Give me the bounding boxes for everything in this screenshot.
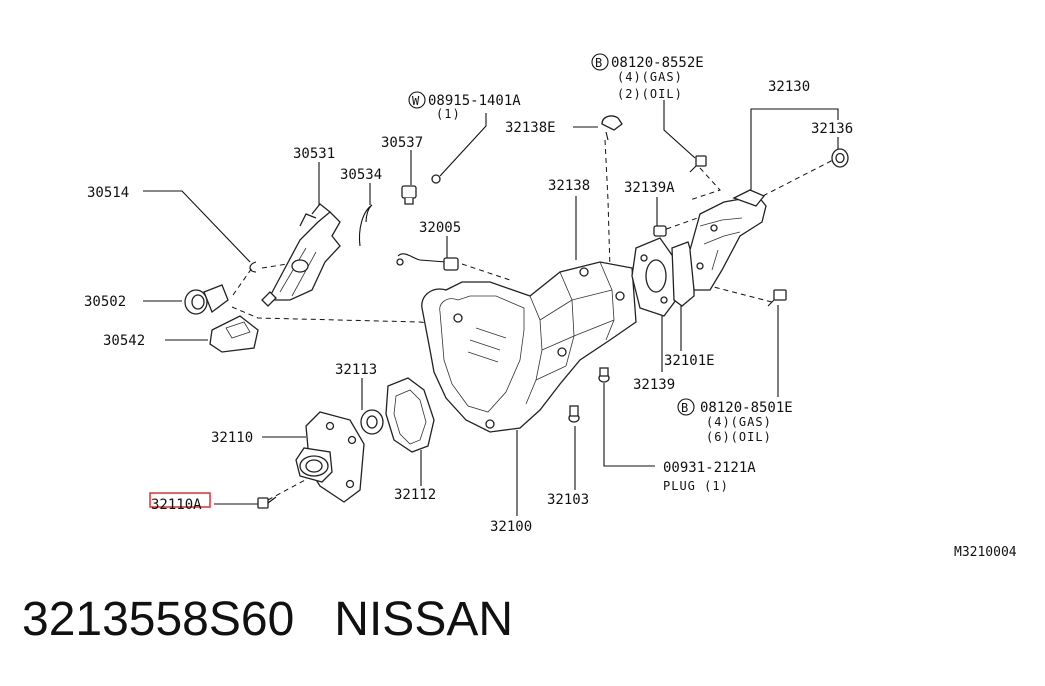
bolt-top-marker-circle xyxy=(591,53,609,71)
release-bearing-30502 xyxy=(184,284,229,315)
label-30531: 30531 xyxy=(293,146,335,162)
bolt-08120-8501E xyxy=(767,289,787,307)
clip-30514 xyxy=(249,261,257,273)
label-30502: 30502 xyxy=(84,294,126,310)
transmission-case-32100 xyxy=(421,261,637,433)
label-32110: 32110 xyxy=(211,430,253,446)
label-32100: 32100 xyxy=(490,519,532,535)
switch-32005 xyxy=(396,253,459,271)
boot-30542 xyxy=(209,315,259,353)
washer-marker: W xyxy=(412,94,420,108)
label-32138: 32138 xyxy=(548,178,590,194)
stud-32139A xyxy=(653,225,667,237)
bolt-bottom-marker: B xyxy=(681,401,689,415)
label-32103: 32103 xyxy=(547,492,589,508)
exploded-parts-diagram: 30514 30502 30542 30531 30534 30537 3200… xyxy=(84,53,1017,560)
brand-name: NISSAN xyxy=(334,593,514,646)
washer-marker-circle xyxy=(408,91,426,109)
label-32130: 32130 xyxy=(768,79,810,95)
plug-label: PLUG (1) xyxy=(663,479,729,493)
drain-plug-00931 xyxy=(598,367,610,383)
label-30542: 30542 xyxy=(103,333,145,349)
bolt-bottom-code: 08120-8501E xyxy=(700,400,793,416)
bolt-bottom-qty-oil: (6)(OIL) xyxy=(706,430,772,444)
label-32112: 32112 xyxy=(394,487,436,503)
washer-code: 08915-1401A xyxy=(428,93,521,109)
label-32110A[interactable]: 32110A xyxy=(151,497,202,513)
label-32005: 32005 xyxy=(419,220,461,236)
label-32139A: 32139A xyxy=(624,180,675,196)
bolt-08120-8552E xyxy=(689,155,707,173)
breather-32138E xyxy=(601,115,623,141)
label-30514: 30514 xyxy=(87,185,129,201)
washer-qty: (1) xyxy=(436,107,461,121)
bolt-bottom-marker-circle xyxy=(677,398,695,416)
bolt-top-qty-oil: (2)(OIL) xyxy=(617,87,683,101)
bolt-top-marker: B xyxy=(595,56,603,70)
bolt-top-code: 08120-8552E xyxy=(611,55,704,71)
rear-extension-32130 xyxy=(689,189,767,291)
shift-fork-30531 xyxy=(261,203,341,307)
front-cover-32110 xyxy=(295,411,365,503)
label-30534: 30534 xyxy=(340,167,382,183)
plug-code: 00931-2121A xyxy=(663,460,756,476)
label-32136: 32136 xyxy=(811,121,853,137)
gasket-32112 xyxy=(385,377,435,453)
label-32101E: 32101E xyxy=(664,353,715,369)
part-labels: 30514 30502 30542 30531 30534 30537 3200… xyxy=(84,53,1017,560)
bolt-top-qty-gas: (4)(GAS) xyxy=(617,70,683,84)
gasket-32101E xyxy=(671,241,695,307)
label-32113: 32113 xyxy=(335,362,377,378)
part-caption: 3213558S60 NISSAN xyxy=(22,596,513,644)
figure-reference: M3210004 xyxy=(954,545,1017,560)
leader-lines xyxy=(143,100,839,516)
oil-seal-32113 xyxy=(360,409,384,435)
plug-32103 xyxy=(568,405,580,423)
bushing-32136 xyxy=(831,148,849,168)
pivot-30537 xyxy=(401,185,417,205)
label-32139: 32139 xyxy=(633,377,675,393)
part-number: 3213558S60 xyxy=(22,593,295,646)
label-30537: 30537 xyxy=(381,135,423,151)
bolt-bottom-qty-gas: (4)(GAS) xyxy=(706,415,772,429)
adapter-plate-32139 xyxy=(631,237,677,317)
label-32138E: 32138E xyxy=(505,120,556,136)
retaining-spring-30534 xyxy=(358,204,373,247)
bolt-32110A xyxy=(257,496,277,509)
highlight-box-32110A xyxy=(149,492,211,508)
washer-08915 xyxy=(431,174,441,184)
